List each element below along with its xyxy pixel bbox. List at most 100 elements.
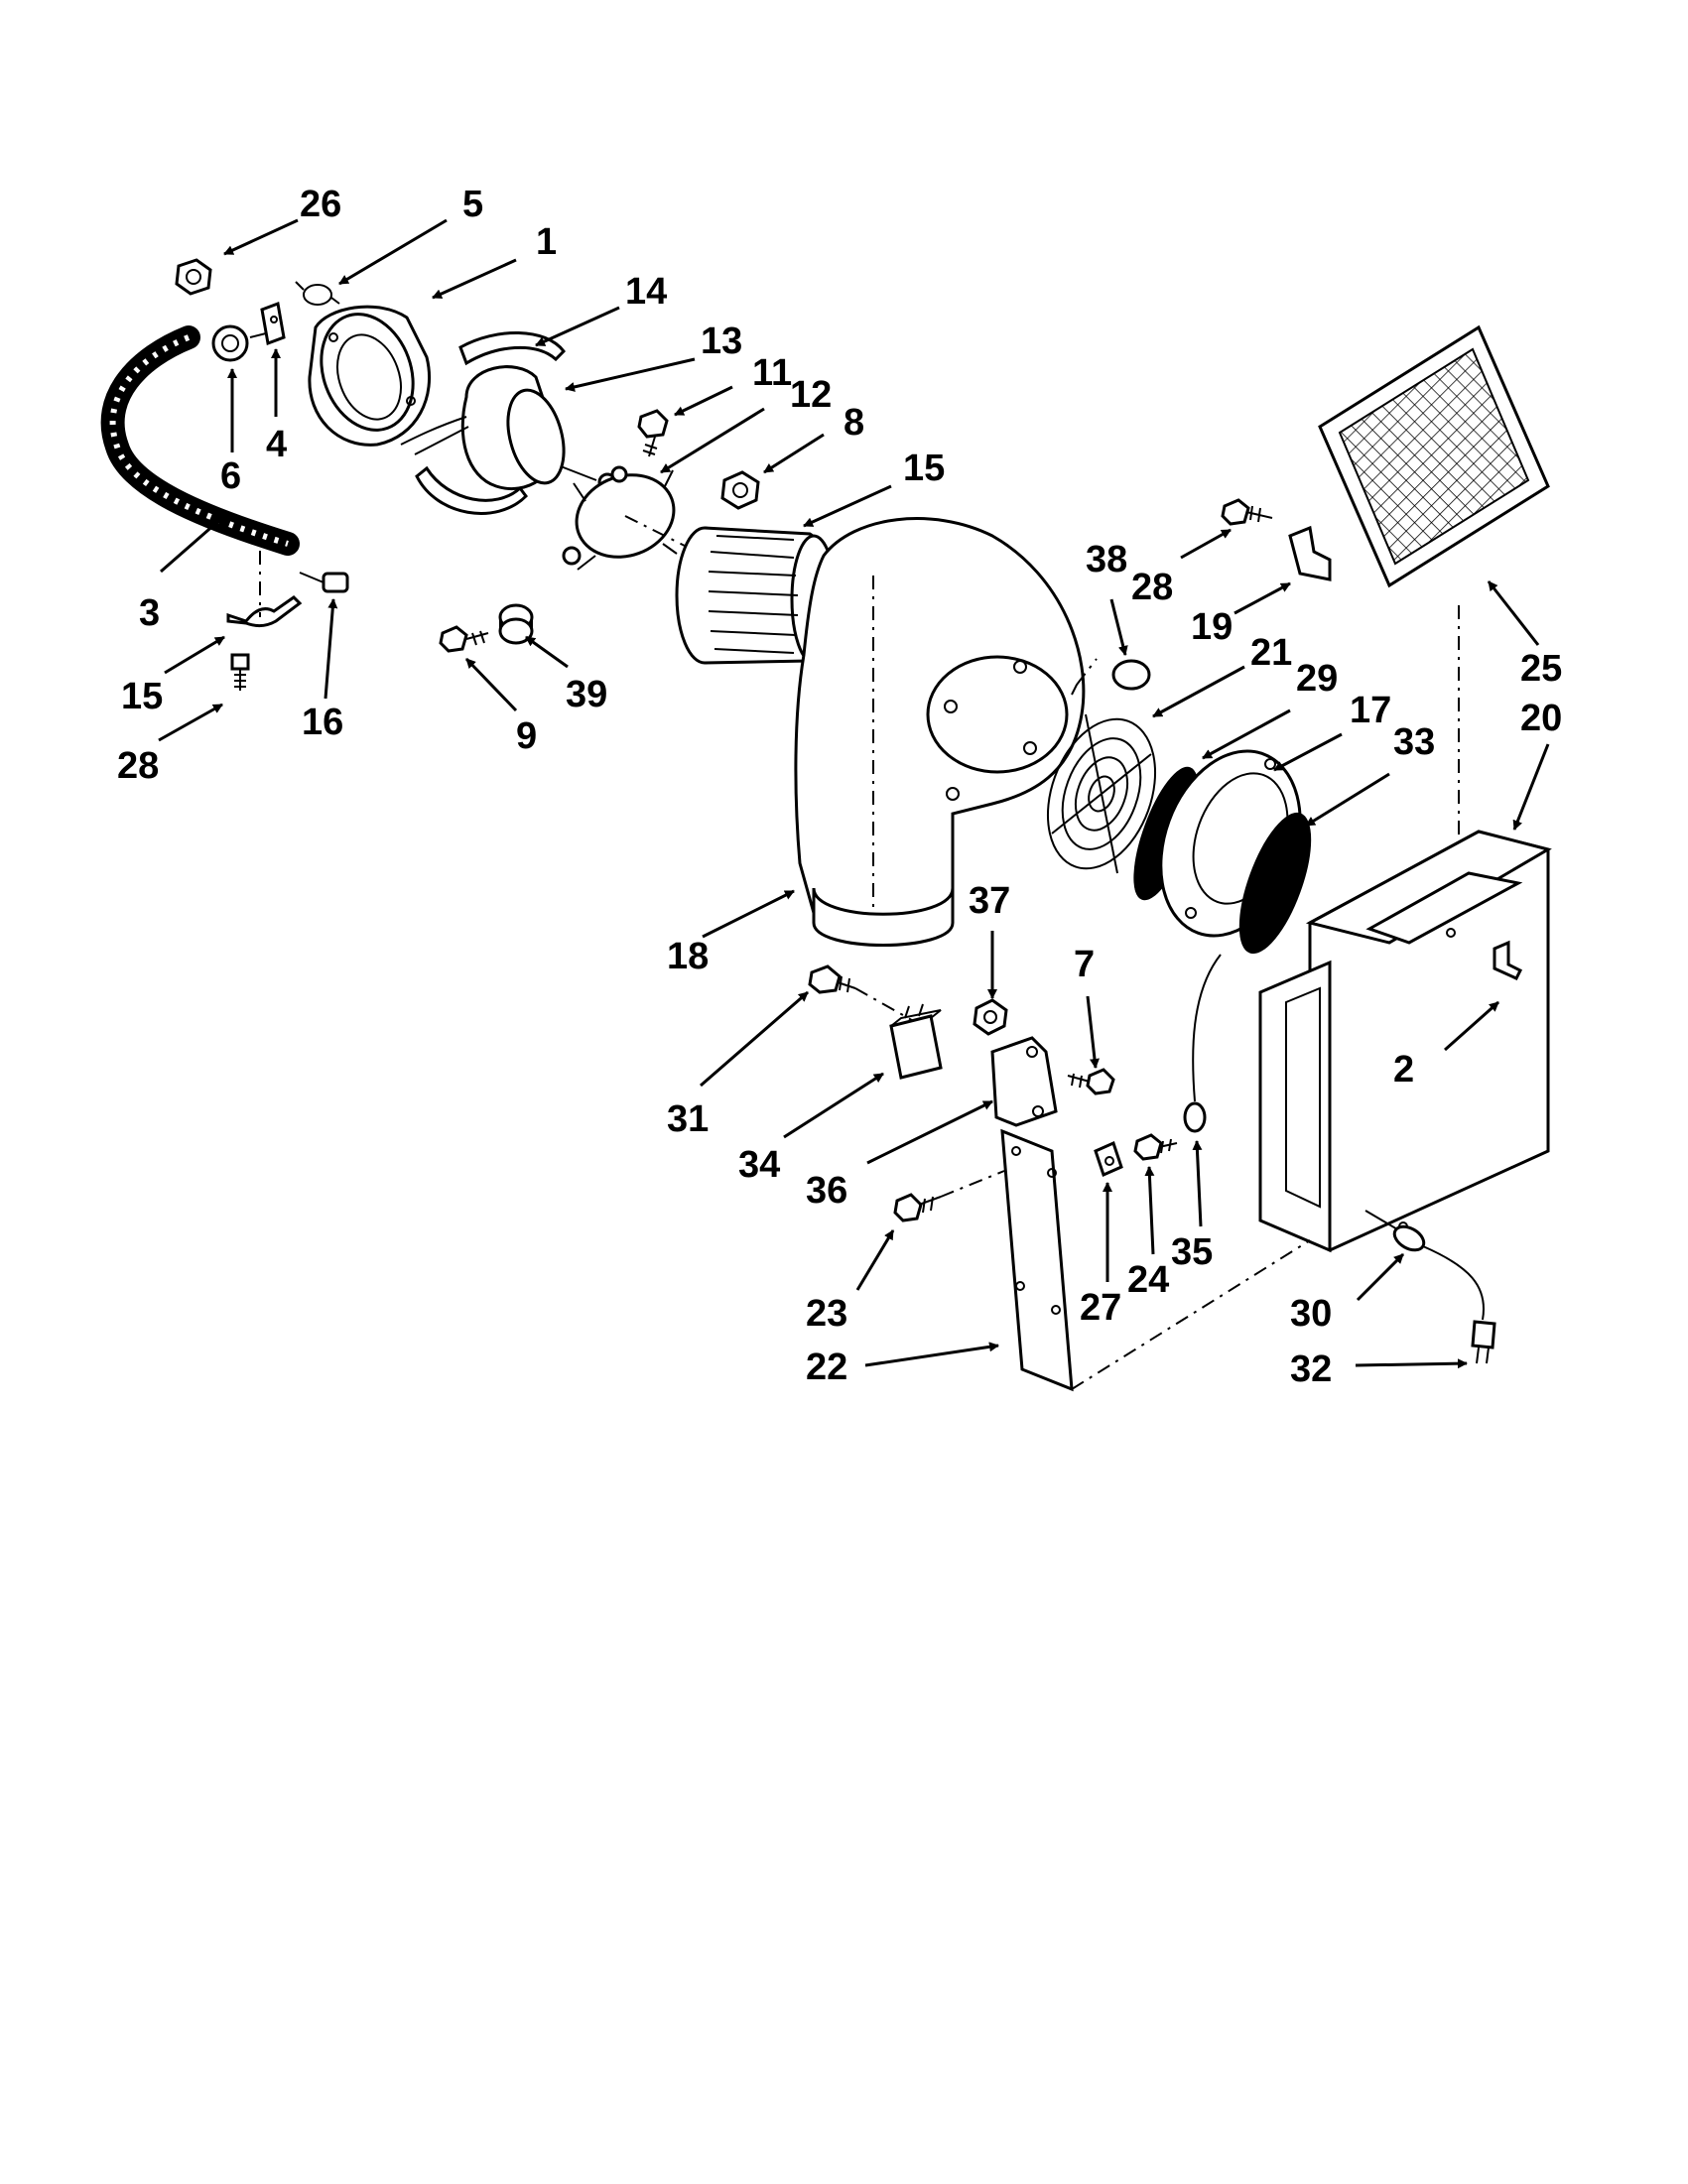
nut-part [720, 470, 760, 510]
screw-part [1067, 1068, 1115, 1095]
callout-21: 21 [1250, 632, 1292, 674]
leader-36 [866, 1099, 993, 1165]
screw-part [808, 964, 856, 994]
callout-14: 14 [625, 271, 667, 313]
leader-5 [338, 218, 448, 286]
callout-22: 22 [806, 1347, 847, 1388]
flexible-conduit-part [100, 325, 300, 556]
callout-6: 6 [220, 455, 241, 497]
fan-guard-part [1046, 713, 1157, 874]
callout-15: 15 [903, 448, 945, 489]
screw-part [439, 625, 489, 653]
callout-37: 37 [969, 880, 1010, 922]
ground-wire-part [1183, 954, 1222, 1133]
callout-5: 5 [462, 184, 483, 225]
callout-31: 31 [667, 1098, 709, 1140]
capacitor-bracket-part [990, 1036, 1058, 1127]
screw-part [1133, 1133, 1178, 1161]
callout-34: 34 [738, 1144, 780, 1186]
leader-arrows [158, 218, 1550, 1369]
screw-part [299, 572, 349, 593]
callout-35: 35 [1171, 1231, 1213, 1273]
leader-32 [1355, 1358, 1468, 1369]
leader-18 [702, 889, 795, 939]
leader-19 [1234, 581, 1291, 615]
power-cord-part [1364, 1210, 1496, 1364]
leader-3 [160, 514, 225, 574]
leader-33 [1305, 772, 1390, 828]
leader-28 [158, 703, 223, 742]
leader-25 [1487, 580, 1540, 646]
callout-24: 24 [1127, 1259, 1169, 1301]
access-panel-part [1000, 1128, 1074, 1392]
callout-9: 9 [516, 715, 537, 757]
bracket-part [1288, 525, 1332, 581]
callout-20: 20 [1520, 698, 1562, 739]
capacitor-part [889, 1003, 943, 1080]
callout-28-right: 28 [1131, 567, 1173, 608]
leader-29 [1202, 708, 1291, 760]
leader-11 [674, 385, 733, 417]
leader-38 [1109, 598, 1128, 656]
callout-32: 32 [1290, 1349, 1332, 1390]
leader-15b [164, 635, 225, 675]
leader-8 [763, 433, 825, 474]
motor-bracket-part [562, 465, 696, 571]
grommet-part [211, 324, 249, 362]
clip-part [1094, 1140, 1123, 1178]
leader-28b [1180, 528, 1232, 560]
callout-36: 36 [806, 1170, 847, 1212]
leader-12 [660, 407, 765, 474]
leader-31 [700, 990, 809, 1088]
callout-7: 7 [1074, 944, 1095, 985]
motor-mount-flange-part [308, 305, 432, 447]
leader-26 [223, 218, 299, 256]
callout-26: 26 [300, 184, 341, 225]
leader-23 [855, 1229, 895, 1291]
leader-35 [1192, 1140, 1203, 1227]
leader-24 [1144, 1166, 1155, 1255]
callout-18: 18 [667, 936, 709, 977]
screw-part [893, 1193, 942, 1222]
plug-button-part [1111, 659, 1151, 691]
callout-1: 1 [536, 221, 557, 263]
leader-1 [432, 258, 517, 300]
callout-28: 28 [117, 745, 159, 787]
callout-33: 33 [1393, 721, 1435, 763]
leader-22 [864, 1342, 999, 1367]
callout-23: 23 [806, 1293, 847, 1335]
callout-2: 2 [1393, 1049, 1414, 1091]
leader-20 [1512, 743, 1550, 831]
blower-housing-part [794, 517, 1086, 947]
callout-16: 16 [302, 702, 343, 743]
bracket-part [249, 301, 286, 346]
callout-15-conduit-clamp: 15 [121, 676, 163, 717]
callout-8: 8 [844, 402, 864, 444]
callout-3: 3 [139, 592, 160, 634]
leader-dashed [940, 1170, 1005, 1198]
gasket-part [1238, 812, 1312, 955]
callout-12: 12 [790, 374, 832, 416]
screw-part [1221, 498, 1273, 526]
callout-13: 13 [701, 321, 742, 362]
enclosure-box-part [1258, 830, 1552, 1253]
spacer-part [498, 603, 534, 645]
screw-part [230, 653, 250, 691]
leader-9 [464, 657, 518, 712]
conduit-clamp-part [226, 595, 303, 628]
screw-part [637, 409, 669, 457]
callout-39: 39 [566, 674, 607, 715]
nut-part [175, 258, 212, 296]
leader-16 [324, 598, 338, 700]
leader-13 [565, 357, 696, 392]
leader-7 [1086, 995, 1100, 1069]
callout-19: 19 [1191, 606, 1233, 648]
callout-30: 30 [1290, 1293, 1332, 1335]
callout-4: 4 [266, 424, 287, 465]
callout-labels: 26 5 1 14 13 11 12 8 15 6 4 3 15 28 16 9… [117, 184, 1562, 1390]
leader-17 [1273, 732, 1343, 772]
callout-29: 29 [1296, 658, 1338, 700]
callout-38: 38 [1086, 539, 1127, 580]
leader-dashed [1071, 658, 1098, 696]
